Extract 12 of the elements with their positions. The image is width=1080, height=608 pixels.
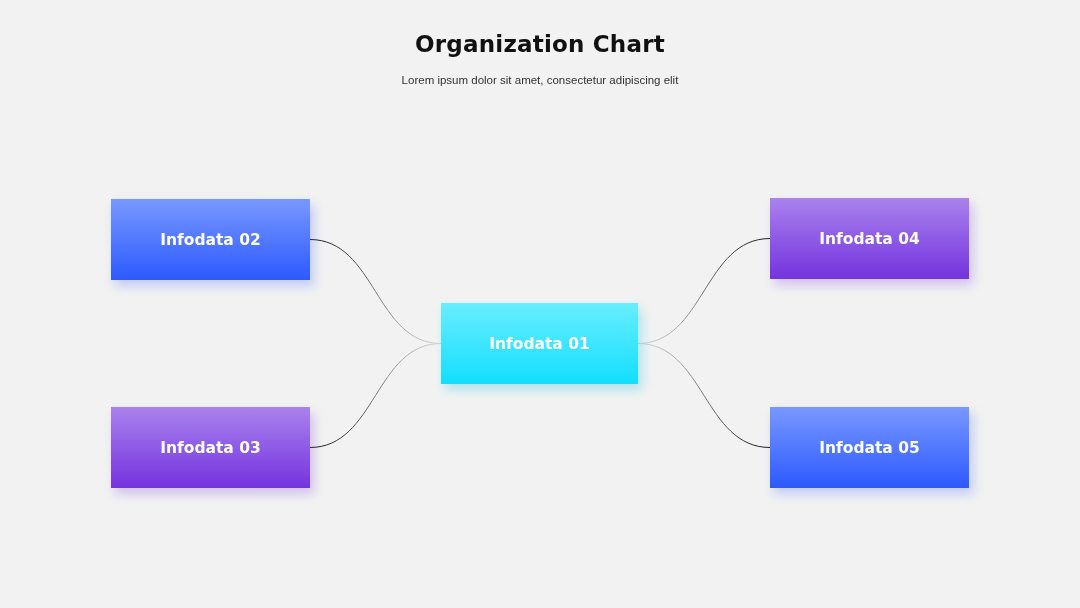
info-box — [441, 303, 638, 384]
box-label: Infodata 04 — [819, 229, 920, 248]
chart-title: Organization Chart — [415, 31, 665, 57]
box-label: Infodata 03 — [160, 438, 261, 457]
box-label: Infodata 02 — [160, 230, 261, 249]
info-box — [111, 407, 310, 488]
info-box — [111, 199, 310, 280]
info-box — [770, 407, 969, 488]
box-label: Infodata 05 — [819, 438, 920, 457]
info-box — [770, 198, 969, 279]
box-label: Infodata 01 — [489, 334, 590, 353]
subtitle: Lorem ipsum dolor sit amet, consectetur adipiscing elit — [401, 74, 679, 86]
